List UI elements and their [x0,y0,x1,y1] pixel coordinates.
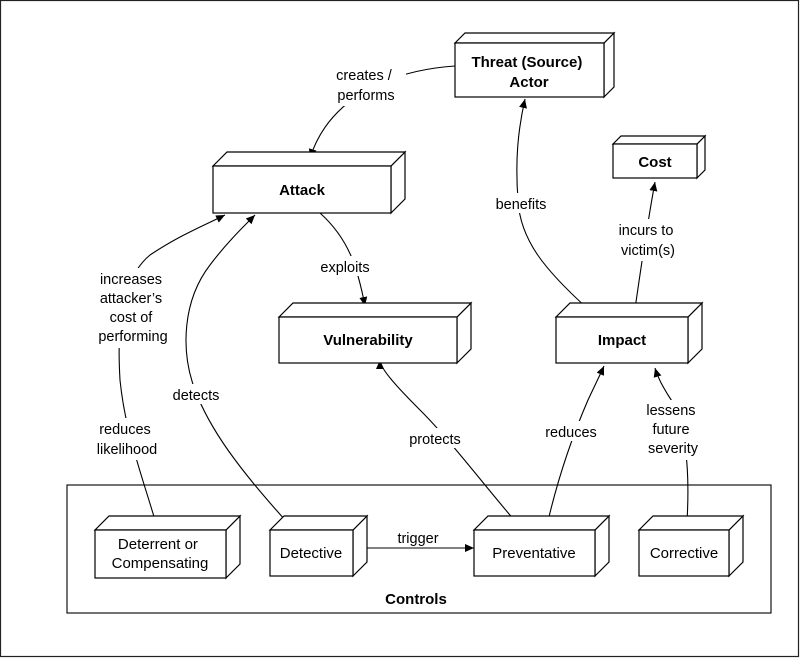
node-corrective: Corrective [637,514,745,578]
node-deterrent: Deterrent or Compensating [93,514,242,580]
node-preventative: Preventative [472,514,611,578]
label-reduces-likelihood: reduces likelihood [97,422,157,458]
label-protects: protects [409,432,461,448]
node-attack: Attack [211,150,407,215]
svg-text:Vulnerability: Vulnerability [323,332,413,349]
svg-text:Cost: Cost [638,154,671,171]
node-impact: Impact [554,301,704,365]
svg-text:Preventative: Preventative [492,545,575,562]
node-cost: Cost [611,134,707,180]
svg-text:Detective: Detective [280,545,343,562]
svg-text:Threat (Source) Actor: Threat (Source) Actor [471,54,586,91]
svg-text:Impact: Impact [598,332,646,349]
label-benefits: benefits [496,197,547,213]
label-reduces: reduces [545,425,597,441]
svg-text:Deterrent or Compensatin: Deterrent or Compensating [112,536,209,572]
svg-text:Attack: Attack [279,182,326,199]
label-increases-cost: increases attacker’s cost of performing [98,272,167,345]
edge-labels: creates / performs exploits benefits inc… [85,62,706,547]
edge-detects [185,214,287,522]
label-exploits: exploits [320,260,369,276]
label-incurs: incurs to victim(s) [619,223,678,259]
label-lessens: lessens future severity [646,403,699,457]
label-trigger: trigger [397,531,438,547]
node-vulnerability: Vulnerability [277,301,473,365]
edge-protects [376,359,516,522]
node-threat-actor: Threat (Source) Actor [453,31,616,99]
label-detects: detects [173,388,220,404]
node-detective: Detective [268,514,369,578]
controls-group-label: Controls [385,591,447,608]
svg-text:Corrective: Corrective [650,545,718,562]
edge-reduces [547,365,605,522]
controls-group [66,484,772,614]
edge-increases-cost [118,214,226,521]
label-creates-performs: creates / performs [336,68,396,104]
